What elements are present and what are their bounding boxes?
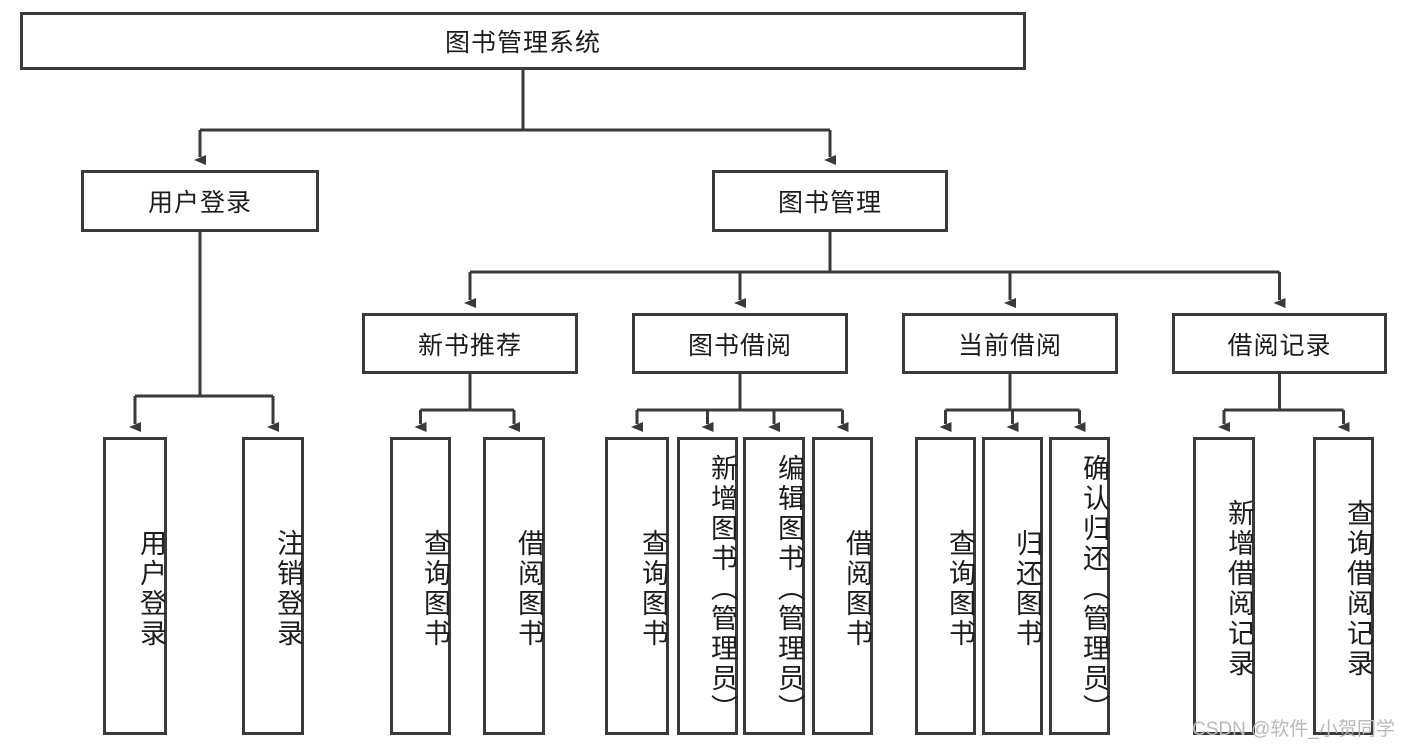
node-label: 确认归还（管理员） (1079, 454, 1109, 724)
node-leaf-edit-book-admin[interactable]: 编辑图书（管理员） (743, 437, 805, 735)
node-label: 查询图书 (945, 529, 975, 649)
node-label: 新增借阅记录 (1224, 499, 1254, 679)
node-label: 用户登录 (147, 189, 252, 217)
node-new-book-recommendation[interactable]: 新书推荐 (362, 313, 578, 374)
node-leaf-add-book-admin[interactable]: 新增图书（管理员） (677, 437, 738, 735)
node-label: 用户登录 (136, 529, 166, 649)
node-label: 编辑图书（管理员） (774, 454, 804, 724)
node-borrow-records[interactable]: 借阅记录 (1172, 313, 1387, 374)
node-leaf-borrow-book-rec[interactable]: 借阅图书 (483, 437, 545, 735)
node-leaf-user-login[interactable]: 用户登录 (103, 437, 167, 735)
node-label: 图书管理 (777, 189, 882, 217)
node-leaf-confirm-return-admin[interactable]: 确认归还（管理员） (1049, 437, 1110, 735)
node-leaf-query-book-current[interactable]: 查询图书 (915, 437, 976, 735)
node-label: 归还图书 (1012, 529, 1042, 649)
node-label: 新书推荐 (417, 331, 522, 360)
node-leaf-add-borrow-record[interactable]: 新增借阅记录 (1193, 437, 1255, 735)
node-book-management[interactable]: 图书管理 (712, 170, 948, 232)
node-label: 图书借阅 (687, 331, 792, 360)
node-leaf-query-book-rec[interactable]: 查询图书 (390, 437, 451, 735)
node-label: 当前借阅 (957, 331, 1062, 360)
watermark: CSDN @软件_小贺同学 (1192, 719, 1395, 740)
node-label: 借阅记录 (1227, 331, 1332, 360)
node-leaf-query-borrow-record[interactable]: 查询借阅记录 (1313, 437, 1374, 735)
node-leaf-return-book[interactable]: 归还图书 (982, 437, 1043, 735)
node-leaf-query-book-borrow[interactable]: 查询图书 (605, 437, 669, 735)
node-label: 查询图书 (638, 529, 668, 649)
node-user-login[interactable]: 用户登录 (81, 170, 319, 232)
node-label: 注销登录 (273, 529, 303, 649)
node-label: 查询图书 (420, 529, 450, 649)
node-label: 借阅图书 (514, 529, 544, 649)
node-label: 查询借阅记录 (1343, 499, 1373, 679)
node-label: 借阅图书 (842, 529, 872, 649)
node-leaf-user-logout[interactable]: 注销登录 (242, 437, 304, 735)
node-book-management-system[interactable]: 图书管理系统 (20, 12, 1026, 70)
node-current-borrowing[interactable]: 当前借阅 (902, 313, 1118, 374)
node-leaf-borrow-book[interactable]: 借阅图书 (812, 437, 873, 735)
node-label: 新增图书（管理员） (707, 454, 737, 724)
node-book-borrowing[interactable]: 图书借阅 (632, 313, 848, 374)
node-label: 图书管理系统 (444, 29, 601, 57)
